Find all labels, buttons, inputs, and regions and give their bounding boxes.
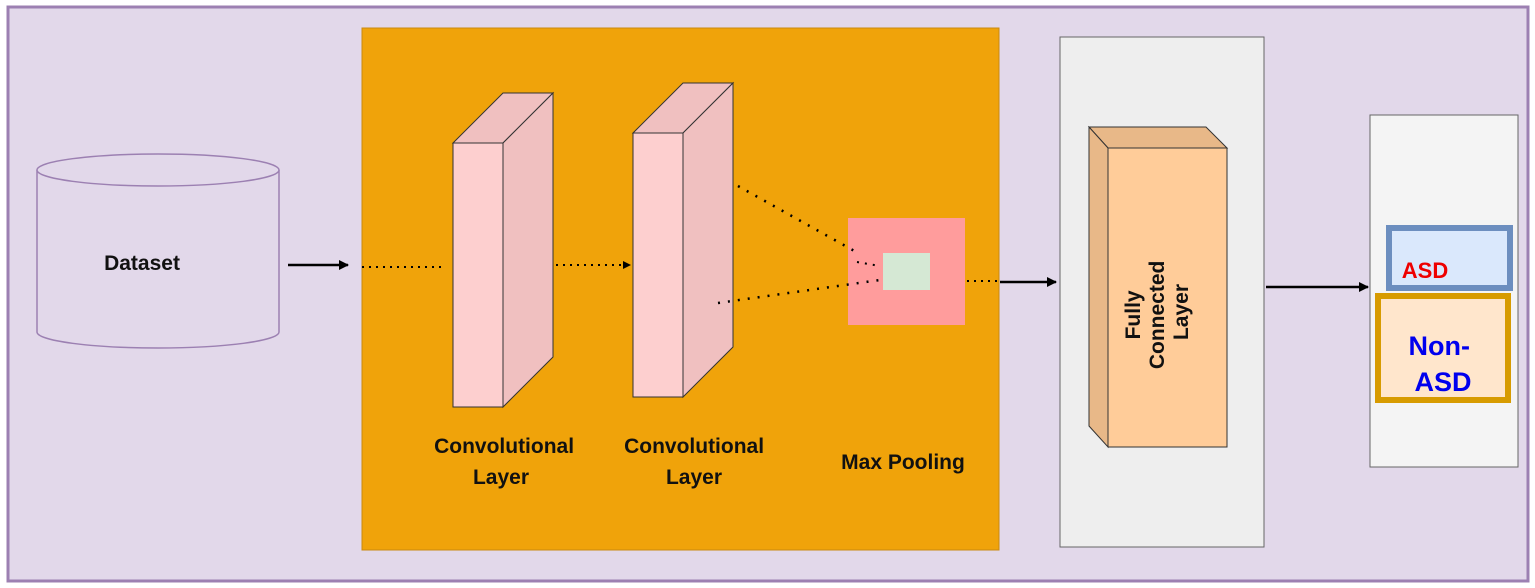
fc-label-line-1: Fully: [1122, 290, 1145, 339]
fully-connected-block: Fully Connected Layer: [1087, 125, 1229, 449]
conv-layer-1-block: [451, 91, 555, 409]
dataset-label: Dataset: [104, 252, 180, 275]
conv2-label-line-1: Convolutional: [624, 435, 764, 458]
conv-layer-2-block: [631, 81, 735, 399]
max-pooling-block: [848, 218, 965, 325]
non-asd-label-line-1: Non-: [1409, 331, 1470, 361]
fc-label-line-3: Layer: [1170, 284, 1193, 340]
asd-output-box: ASD: [1386, 225, 1513, 291]
conv2-label: Convolutional Layer: [624, 435, 770, 489]
non-asd-label-line-2: ASD: [1414, 367, 1471, 397]
conv1-label-line-2: Layer: [473, 466, 529, 489]
conv2-label-line-2: Layer: [666, 466, 722, 489]
conv1-label-line-1: Convolutional: [434, 435, 574, 458]
non-asd-label: Non- ASD: [1409, 331, 1478, 397]
non-asd-output-box: Non- ASD: [1375, 293, 1511, 403]
asd-label: ASD: [1402, 258, 1448, 283]
fc-label-line-2: Connected: [1146, 261, 1169, 370]
conv1-label: Convolutional Layer: [434, 435, 580, 489]
dataset-cylinder: Dataset: [36, 153, 280, 349]
dotted-converge-bottom: [717, 278, 881, 305]
fc-label: Fully Connected Layer: [1122, 255, 1193, 369]
max-pooling-label: Max Pooling: [841, 451, 965, 474]
